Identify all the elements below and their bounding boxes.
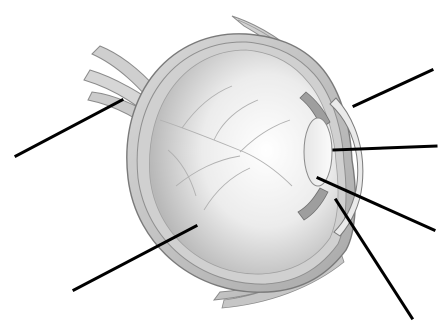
leader-line-ciliary-body [336, 200, 412, 318]
lens [304, 118, 332, 186]
leader-line-optic-nerve [16, 100, 122, 156]
leader-line-cornea [354, 70, 432, 106]
